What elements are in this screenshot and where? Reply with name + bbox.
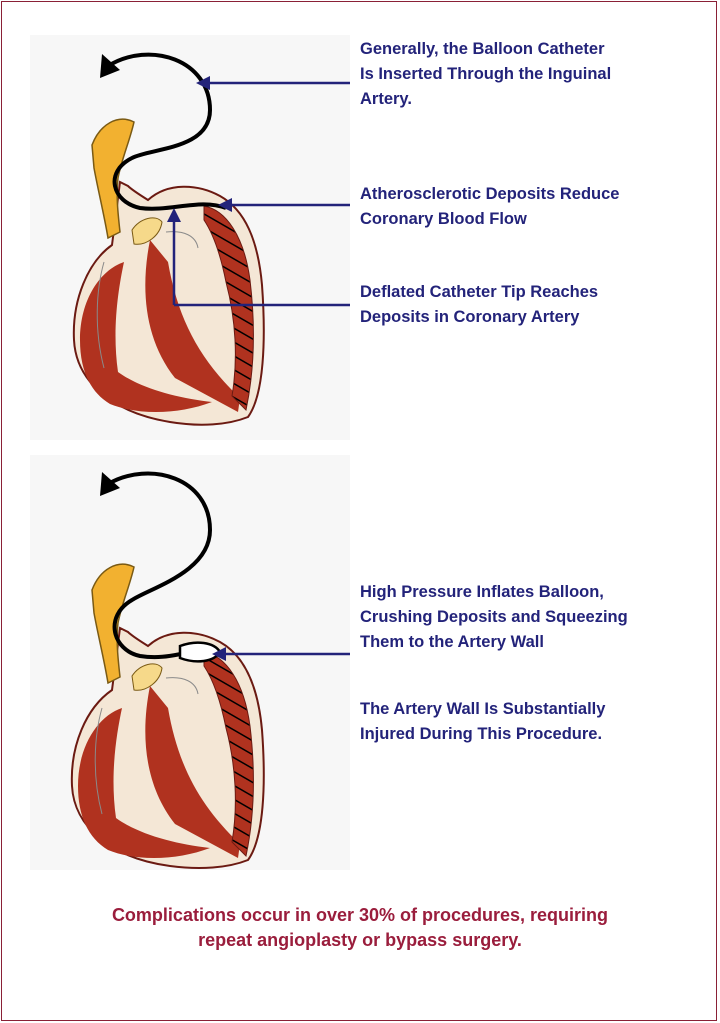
catheter-tip-label: Deflated Catheter Tip Reaches Deposits i…: [360, 280, 690, 330]
inflated-balloon: [180, 643, 220, 662]
catheter-insertion-label: Generally, the Balloon Catheter Is Inser…: [360, 37, 690, 112]
bottom-heart-illustration: [72, 472, 264, 868]
top-heart-illustration: [74, 54, 264, 425]
atherosclerotic-deposits-label: Atherosclerotic Deposits Reduce Coronary…: [360, 182, 690, 232]
catheter-arrowhead: [100, 472, 120, 496]
complications-note: Complications occur in over 30% of proce…: [40, 903, 680, 953]
balloon-inflation-label: High Pressure Inflates Balloon, Crushing…: [360, 580, 700, 655]
catheter-arrowhead: [100, 54, 120, 78]
artery-wall-injury-label: The Artery Wall Is Substantially Injured…: [360, 697, 700, 747]
